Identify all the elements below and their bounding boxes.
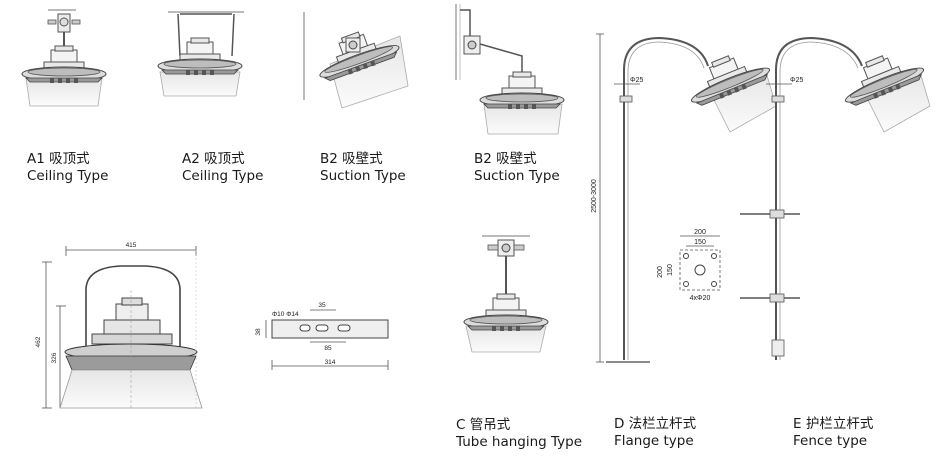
caption-a2-cn: A2 吸顶式 — [182, 151, 245, 167]
caption-b2-right-cn: B2 吸壁式 — [474, 151, 537, 167]
caption-d: D 法栏立杆式 Flange type — [614, 416, 696, 450]
dim-flange-150-h-label: 150 — [667, 264, 674, 276]
b2-wall-bracket-lamp-illustration — [455, 4, 565, 135]
caption-c-en: Tube hanging Type — [456, 434, 583, 450]
dim-314-label: 314 — [325, 359, 336, 366]
caption-a1-en: Ceiling Type — [27, 168, 109, 184]
d-flange-pole-lamp-illustration: 2500-3000 Φ25 200 150 200 150 4xΦ20 — [591, 33, 777, 363]
caption-e-cn: E 护栏立杆式 — [793, 416, 874, 432]
caption-c: C 管吊式 Tube hanging Type — [456, 417, 582, 451]
e-fence-pole-lamp-illustration: Φ25 — [740, 36, 931, 360]
caption-b2-left-en: Suction Type — [320, 168, 406, 184]
caption-a2: A2 吸顶式 Ceiling Type — [182, 151, 263, 185]
dim-holes-label: Φ10 Φ14 — [272, 311, 299, 318]
dim-pole-dia-e-label: Φ25 — [790, 77, 803, 84]
dim-width-label: 415 — [126, 242, 137, 249]
dim-flange-holes-label: 4xΦ20 — [690, 295, 711, 302]
caption-b2-right: B2 吸壁式 Suction Type — [474, 151, 560, 185]
dim-flange-200-w-label: 200 — [694, 229, 706, 236]
caption-b2-left-cn: B2 吸壁式 — [320, 151, 383, 167]
caption-d-cn: D 法栏立杆式 — [614, 416, 697, 432]
dim-pole-height-label: 2500-3000 — [591, 179, 598, 213]
caption-b2-right-en: Suction Type — [474, 168, 560, 184]
dim-flange-200-h-label: 200 — [657, 266, 664, 278]
dim-flange-150-w-label: 150 — [694, 239, 706, 246]
a2-ceiling-lamp-illustration — [157, 11, 244, 97]
dim-body-height-label: 326 — [51, 352, 58, 363]
caption-e: E 护栏立杆式 Fence type — [793, 416, 873, 450]
b2-wall-lamp-illustration-left — [303, 12, 409, 109]
caption-c-cn: C 管吊式 — [456, 417, 511, 433]
caption-a2-en: Ceiling Type — [182, 168, 264, 184]
a1-ceiling-lamp-illustration — [21, 9, 107, 107]
caption-e-en: Fence type — [793, 433, 868, 449]
caption-b2-left: B2 吸壁式 Suction Type — [320, 151, 406, 185]
dim-pole-dia-d-label: Φ25 — [630, 77, 643, 84]
dim-35-label: 35 — [318, 302, 326, 309]
bracket-dimension-drawing: Φ10 Φ14 35 38 85 314 — [255, 302, 389, 370]
dim-total-height-label: 462 — [35, 336, 42, 347]
dim-38-label: 38 — [255, 328, 262, 336]
dim-85-label: 85 — [324, 345, 332, 352]
caption-a1: A1 吸顶式 Ceiling Type — [27, 151, 108, 185]
flange-plate-detail: 200 150 200 150 4xΦ20 — [657, 229, 721, 302]
caption-a1-cn: A1 吸顶式 — [27, 151, 90, 167]
caption-d-en: Flange type — [614, 433, 694, 449]
c-tube-hanging-lamp-illustration — [463, 235, 549, 353]
lamp-dimension-drawing: 415 462 326 — [35, 242, 203, 409]
